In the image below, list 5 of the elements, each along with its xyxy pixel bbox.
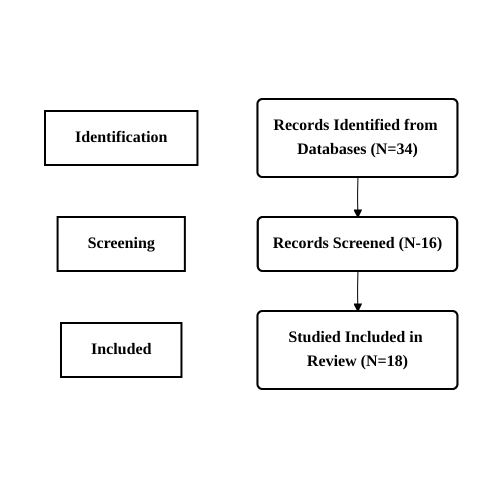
node-box: Included	[60, 322, 183, 378]
arrow	[354, 176, 362, 218]
arrow	[354, 270, 362, 312]
node-box: Screening	[56, 216, 186, 272]
node-box: Identification	[44, 110, 199, 166]
